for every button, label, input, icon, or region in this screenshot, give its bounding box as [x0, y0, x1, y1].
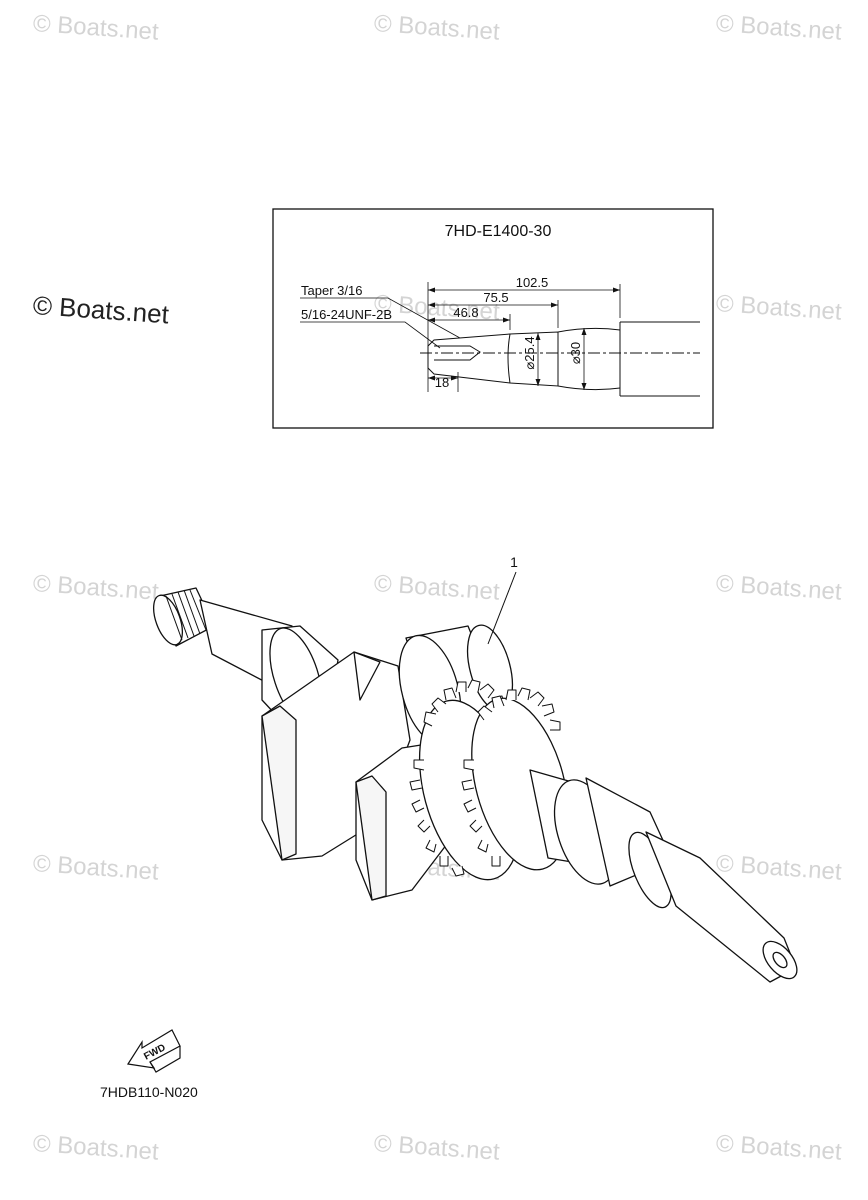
detail-box: 7HD-E1400-30: [272, 208, 714, 429]
dim-75-5: 75.5: [483, 290, 508, 305]
dim-46-8: 46.8: [453, 305, 478, 320]
taper-label: Taper 3/16: [301, 283, 362, 298]
callout-ref: 1: [510, 554, 518, 570]
gear: [409, 679, 569, 881]
fwd-arrow-icon: FWD: [127, 1029, 181, 1073]
diagram-code: 7HDB110-N020: [100, 1084, 198, 1100]
detail-part-number: 7HD-E1400-30: [445, 223, 552, 240]
thread-label: 5/16-24UNF-2B: [301, 307, 392, 322]
dim-102-5: 102.5: [516, 275, 549, 290]
dia-30: ⌀30: [568, 342, 583, 364]
dia-25-4: ⌀25.4: [522, 336, 537, 369]
dim-18: 18: [435, 375, 449, 390]
crankshaft-illustration: [152, 571, 798, 983]
